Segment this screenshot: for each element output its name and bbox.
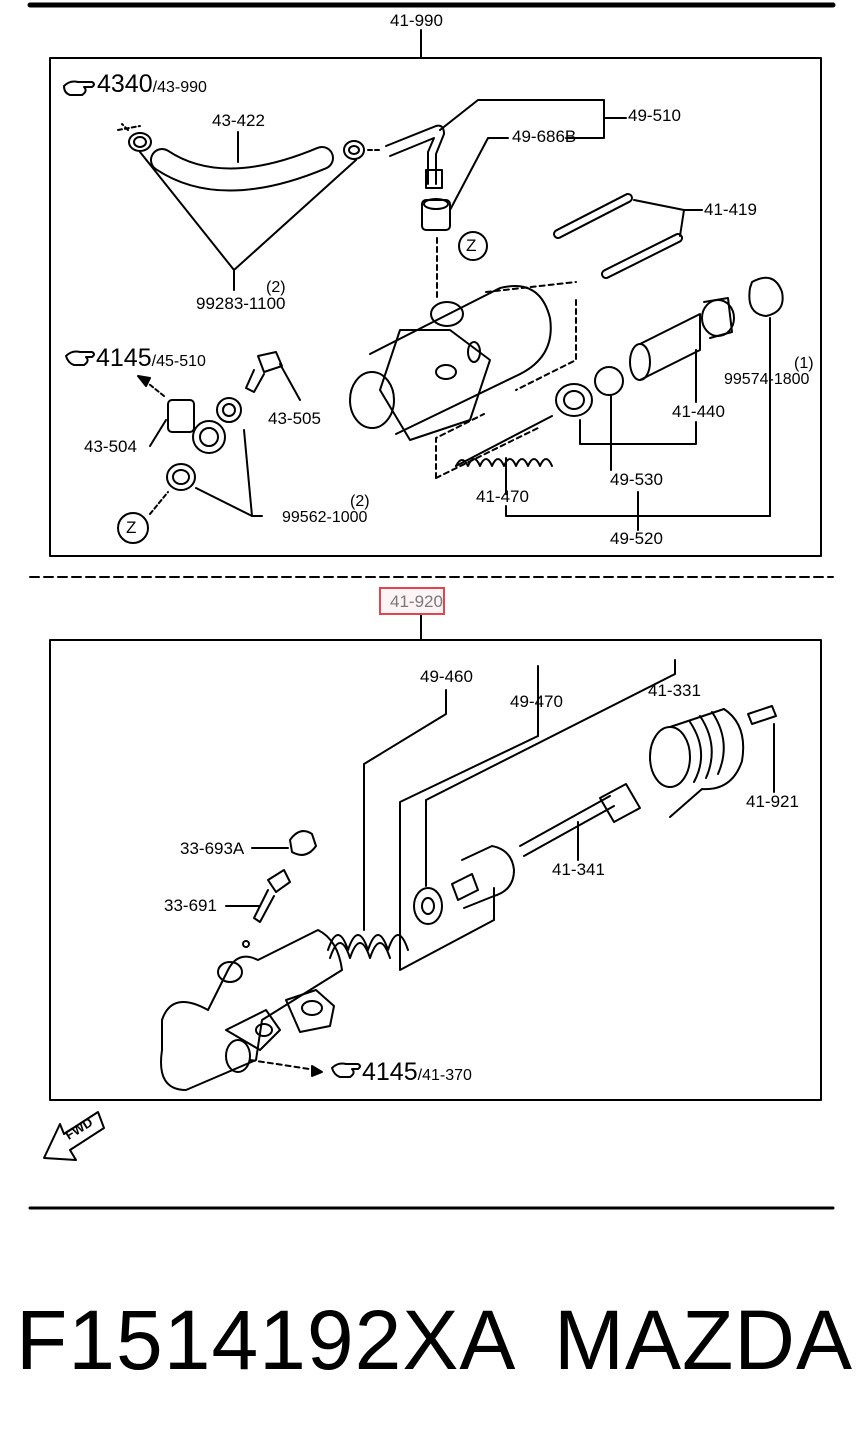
part-label-49-520: 49-520 bbox=[610, 529, 663, 548]
part-label-33-693a: 33-693A bbox=[180, 839, 245, 858]
part-label-49-470: 49-470 bbox=[510, 692, 563, 711]
part-label-49-460: 49-460 bbox=[420, 667, 473, 686]
part-label-49-510: 49-510 bbox=[628, 106, 681, 125]
fwd-arrow-icon bbox=[43, 1111, 105, 1161]
qty-label-99283: (2) bbox=[266, 279, 286, 296]
footer-brand: MAZDA bbox=[554, 1293, 853, 1387]
part-label-41-920: 41-920 bbox=[390, 592, 443, 611]
highlight-box-41-920 bbox=[379, 587, 445, 615]
ref-number: 4145 bbox=[96, 344, 152, 372]
part-label-41-470: 41-470 bbox=[476, 487, 529, 506]
part-label-41-440: 41-440 bbox=[672, 402, 725, 421]
part-label-41-990: 41-990 bbox=[390, 11, 443, 30]
part-label-43-422: 43-422 bbox=[212, 111, 265, 130]
ref-suffix: /41-370 bbox=[417, 1067, 472, 1084]
ref-suffix: /43-990 bbox=[152, 79, 207, 96]
part-label-41-419: 41-419 bbox=[704, 200, 757, 219]
part-label-41-921: 41-921 bbox=[746, 792, 799, 811]
ref-number: 4340 bbox=[97, 70, 153, 98]
ref-label-4145-bottom: 4145/41-370 bbox=[362, 1060, 472, 1085]
part-label-43-505: 43-505 bbox=[268, 409, 321, 428]
part-label-33-691: 33-691 bbox=[164, 896, 217, 915]
hand-pointer-icon bbox=[63, 80, 95, 96]
part-label-43-504: 43-504 bbox=[84, 437, 137, 456]
part-label-99283-1100: 99283-1100 bbox=[196, 294, 286, 313]
part-label-49-530: 49-530 bbox=[610, 470, 663, 489]
part-label-41-331: 41-331 bbox=[648, 681, 701, 700]
z-marker-bottom: Z bbox=[126, 518, 137, 537]
ref-label-4340: 4340/43-990 bbox=[97, 72, 207, 97]
ref-label-4145-top: 4145/45-510 bbox=[96, 346, 206, 371]
qty-label-99574: (1) bbox=[794, 355, 814, 372]
part-label-99574-1800: 99574-1800 bbox=[724, 371, 810, 388]
part-label-99562-1000: 99562-1000 bbox=[282, 509, 368, 526]
ref-number: 4145 bbox=[362, 1058, 418, 1086]
qty-label-99562: (2) bbox=[350, 493, 370, 510]
footer-part-number: F1514192XA bbox=[16, 1293, 517, 1387]
part-label-41-341: 41-341 bbox=[552, 860, 605, 879]
z-marker-top: Z bbox=[466, 236, 477, 255]
part-label-49-686b: 49-686B bbox=[512, 127, 577, 146]
ref-suffix: /45-510 bbox=[151, 353, 206, 370]
